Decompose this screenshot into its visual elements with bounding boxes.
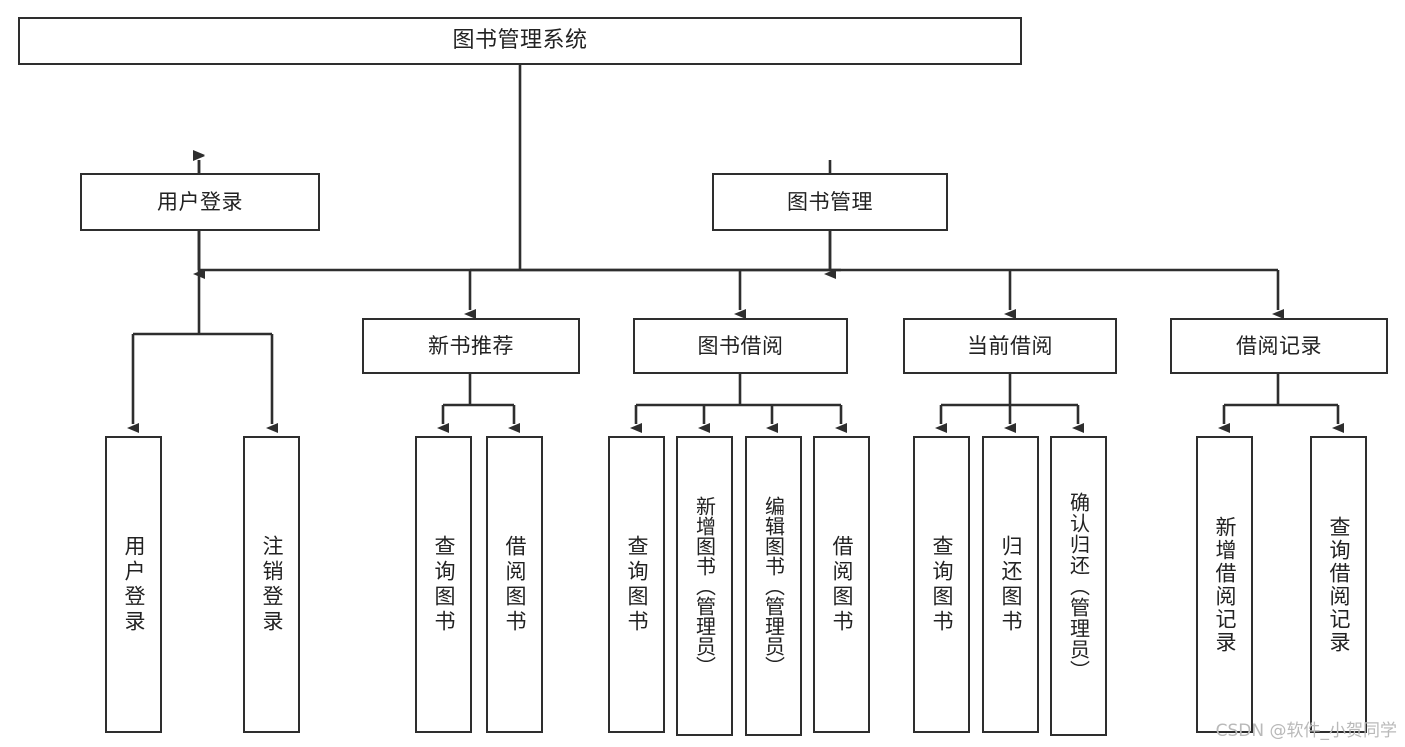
node-root[interactable]: 图书管理系统 [18, 17, 1022, 65]
node-leaf-current-query[interactable]: 查询图书 [913, 436, 970, 733]
node-root-label: 图书管理系统 [452, 28, 588, 53]
node-leaf-user-login-label: 用户登录 [122, 534, 146, 635]
node-leaf-newbook-query[interactable]: 查询图书 [415, 436, 472, 733]
node-leaf-borrow-edit-label: 编辑图书（管理员） [761, 496, 786, 676]
node-leaf-newbook-borrow[interactable]: 借阅图书 [486, 436, 543, 733]
node-leaf-borrow-add-label: 新增图书（管理员） [692, 496, 717, 676]
node-current-borrow[interactable]: 当前借阅 [903, 318, 1117, 374]
node-leaf-user-logout-label: 注销登录 [260, 534, 284, 635]
node-leaf-current-confirm[interactable]: 确认归还（管理员） [1050, 436, 1107, 736]
node-leaf-current-query-label: 查询图书 [930, 534, 954, 635]
node-leaf-newbook-borrow-label: 借阅图书 [503, 534, 527, 635]
node-book-management-label: 图书管理 [787, 189, 873, 214]
node-leaf-records-add-label: 新增借阅记录 [1213, 515, 1237, 654]
node-book-borrow[interactable]: 图书借阅 [633, 318, 848, 374]
node-book-management[interactable]: 图书管理 [712, 173, 948, 231]
node-leaf-borrow-add[interactable]: 新增图书（管理员） [676, 436, 733, 736]
node-leaf-borrow-query-label: 查询图书 [625, 534, 649, 635]
node-leaf-records-query[interactable]: 查询借阅记录 [1310, 436, 1367, 733]
node-borrow-records-label: 借阅记录 [1236, 333, 1322, 358]
node-borrow-records[interactable]: 借阅记录 [1170, 318, 1388, 374]
node-leaf-current-return[interactable]: 归还图书 [982, 436, 1039, 733]
node-leaf-newbook-query-label: 查询图书 [432, 534, 456, 635]
node-leaf-records-add[interactable]: 新增借阅记录 [1196, 436, 1253, 733]
node-leaf-user-login[interactable]: 用户登录 [105, 436, 162, 733]
node-current-borrow-label: 当前借阅 [967, 333, 1053, 358]
node-user-login-label: 用户登录 [157, 189, 243, 214]
node-leaf-borrow-edit[interactable]: 编辑图书（管理员） [745, 436, 802, 736]
node-leaf-borrow-query[interactable]: 查询图书 [608, 436, 665, 733]
node-leaf-user-logout[interactable]: 注销登录 [243, 436, 300, 733]
node-user-login[interactable]: 用户登录 [80, 173, 320, 231]
node-leaf-borrow-borrow-label: 借阅图书 [830, 534, 854, 635]
node-leaf-borrow-borrow[interactable]: 借阅图书 [813, 436, 870, 733]
node-leaf-current-confirm-label: 确认归还（管理员） [1066, 491, 1091, 681]
node-leaf-current-return-label: 归还图书 [999, 534, 1023, 635]
node-leaf-records-query-label: 查询借阅记录 [1327, 515, 1351, 654]
node-book-borrow-label: 图书借阅 [697, 333, 784, 358]
node-new-book-recommend-label: 新书推荐 [428, 333, 514, 358]
node-new-book-recommend[interactable]: 新书推荐 [362, 318, 580, 374]
watermark: CSDN @软件_小贺同学 [1215, 721, 1397, 741]
